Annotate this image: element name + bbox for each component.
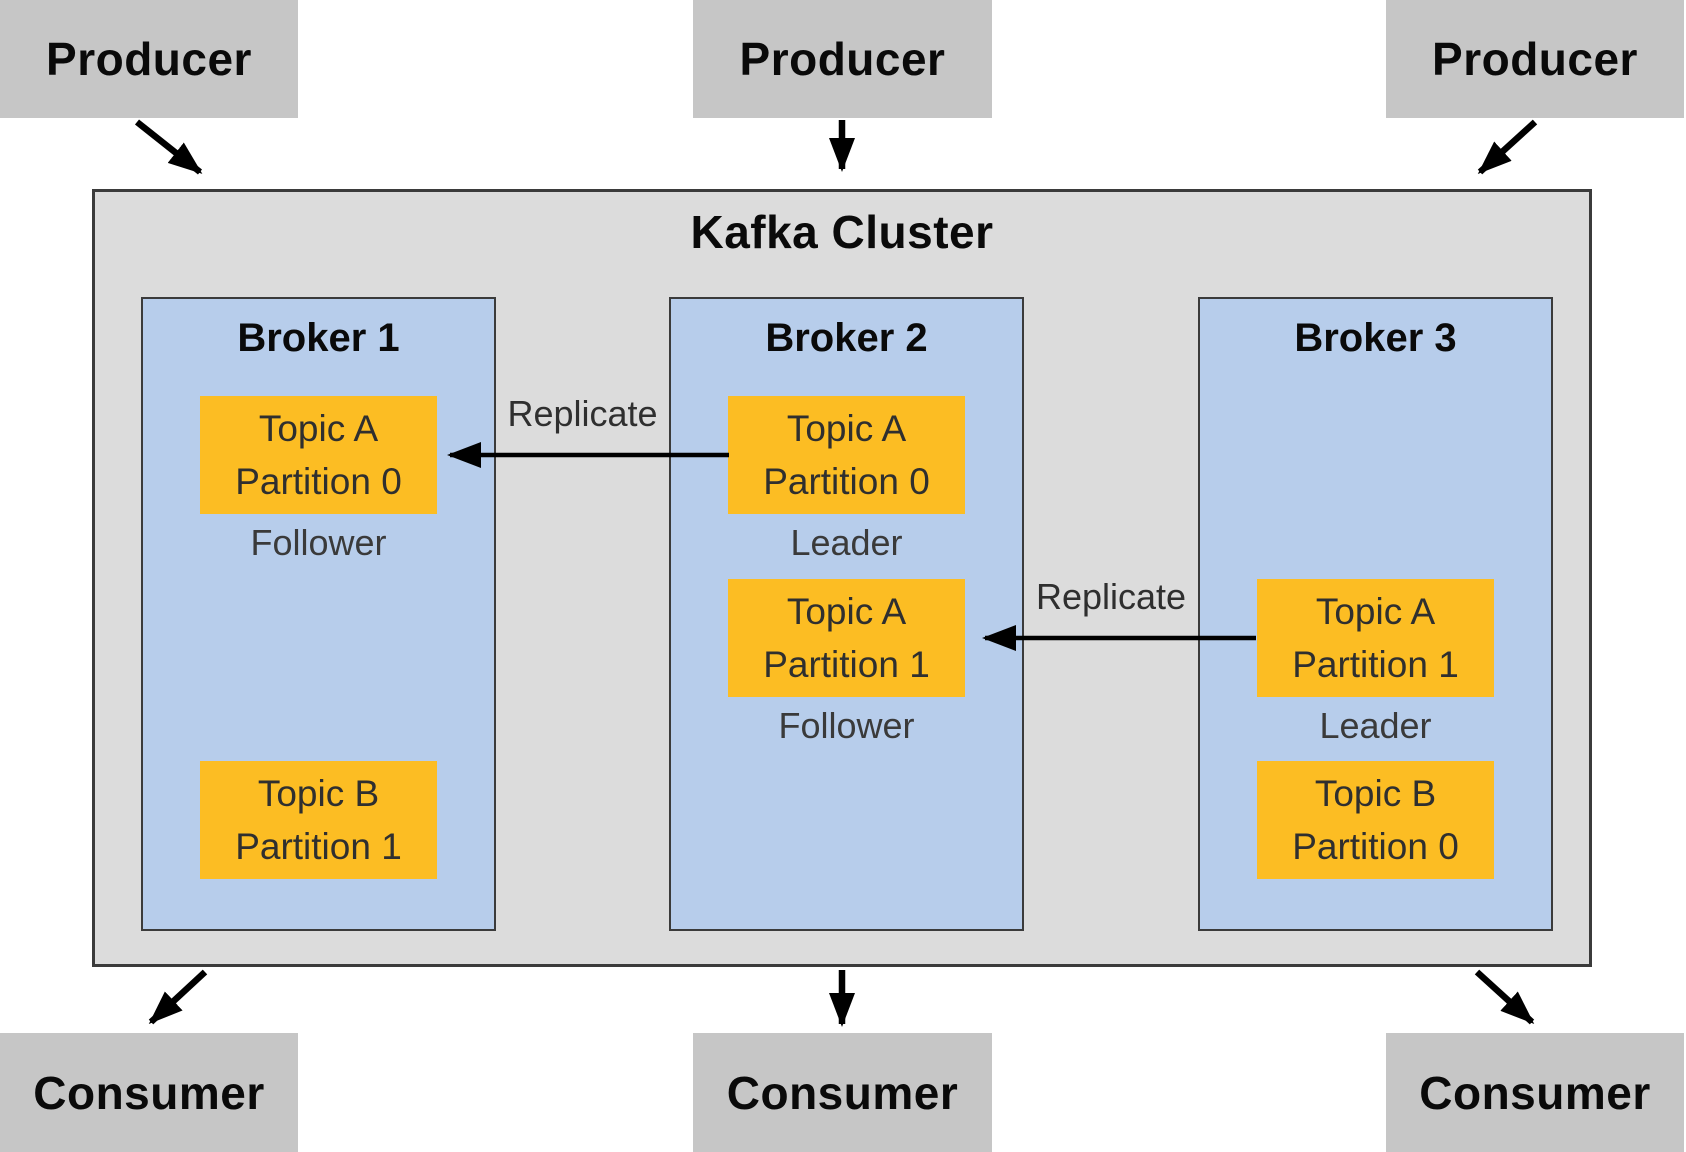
replicate-label-2: Replicate <box>1035 576 1187 617</box>
arrow-producer-3-to-cluster <box>1477 119 1538 175</box>
partition-box-topic-a-1-follower: Topic A Partition 1 <box>728 579 965 697</box>
arrow-cluster-to-consumer-3 <box>1474 969 1535 1025</box>
partition-number: Partition 0 <box>763 461 930 502</box>
partition-box-topic-a-0: Topic A Partition 0 <box>200 396 437 514</box>
partition-number: Partition 1 <box>763 644 930 685</box>
arrow-producer-1-to-cluster <box>134 119 203 175</box>
broker-title: Broker 2 <box>765 316 928 360</box>
consumer-label: Consumer <box>726 1066 959 1119</box>
partition-box-topic-b-1: Topic B Partition 1 <box>200 761 437 879</box>
partition-box-topic-a-1-leader: Topic A Partition 1 <box>1257 579 1494 697</box>
broker-title: Broker 3 <box>1294 316 1457 360</box>
partition-box-topic-a-0-leader: Topic A Partition 0 <box>728 396 965 514</box>
partition-number: Partition 1 <box>1292 644 1459 685</box>
producer-label: Producer <box>739 33 946 85</box>
partition-topic: Topic A <box>258 408 379 449</box>
role-label: Leader <box>790 522 903 563</box>
partition-topic: Topic A <box>786 591 907 632</box>
partition-topic: Topic A <box>786 408 907 449</box>
consumer-label: Consumer <box>1419 1066 1651 1119</box>
producer-label: Producer <box>1432 33 1638 85</box>
partition-number: Partition 1 <box>235 826 402 867</box>
partition-topic: Topic A <box>1315 591 1436 632</box>
partition-slot: Topic B Partition 0 <box>1257 761 1494 887</box>
kafka-cluster-box: Kafka Cluster Broker 1 Topic A Partition… <box>92 189 1592 967</box>
partition-topic: Topic B <box>257 773 380 814</box>
replicate-label-1: Replicate <box>507 393 658 434</box>
broker-title: Broker 1 <box>237 316 400 360</box>
producer-box-3: Producer <box>1386 0 1684 118</box>
role-label: Leader <box>1319 705 1432 746</box>
consumer-label: Consumer <box>33 1066 265 1119</box>
partition-slot: Topic A Partition 1 Follower <box>728 579 965 747</box>
consumer-box-3: Consumer <box>1386 1033 1684 1152</box>
role-label: Follower <box>778 705 915 746</box>
arrow-cluster-to-consumer-1 <box>148 969 208 1025</box>
partition-number: Partition 0 <box>235 461 402 502</box>
partition-slot: Topic A Partition 0 Leader <box>728 396 965 564</box>
partition-slot: Topic A Partition 1 Leader <box>1257 579 1494 747</box>
partition-number: Partition 0 <box>1292 826 1459 867</box>
partition-slot: Topic A Partition 0 Follower <box>200 396 437 564</box>
role-label: Follower <box>250 522 387 563</box>
consumer-box-2: Consumer <box>693 1033 992 1152</box>
producer-box-1: Producer <box>0 0 298 118</box>
broker-box-1: Broker 1 Topic A Partition 0 Follower To… <box>141 297 496 931</box>
cluster-title: Kafka Cluster <box>690 206 994 258</box>
broker-box-2: Broker 2 Topic A Partition 0 Leader Topi… <box>669 297 1024 931</box>
producer-label: Producer <box>46 33 252 85</box>
producer-box-2: Producer <box>693 0 992 118</box>
partition-topic: Topic B <box>1314 773 1437 814</box>
partition-slot: Topic B Partition 1 <box>200 761 437 887</box>
consumer-box-1: Consumer <box>0 1033 298 1152</box>
broker-box-3: Broker 3 Topic A Partition 1 Leader Topi… <box>1198 297 1553 931</box>
partition-box-topic-b-0: Topic B Partition 0 <box>1257 761 1494 879</box>
